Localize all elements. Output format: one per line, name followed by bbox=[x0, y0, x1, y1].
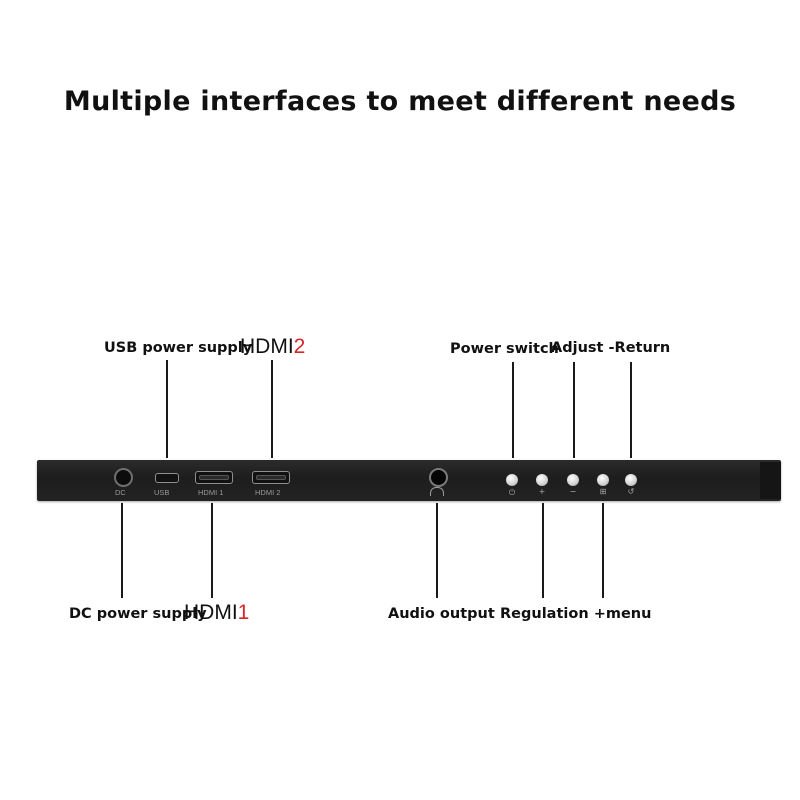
menu-callout-line bbox=[602, 503, 604, 598]
hdmi2-callout-line bbox=[271, 360, 273, 458]
power-button[interactable] bbox=[506, 474, 518, 486]
usb-power-supply-label: USB power supply bbox=[104, 340, 253, 356]
power-icon: ⏻ bbox=[508, 488, 516, 497]
hdmi2-label: HDMI2 bbox=[240, 335, 305, 359]
minus-button[interactable] bbox=[567, 474, 579, 486]
power-switch-callout-line bbox=[512, 362, 514, 458]
monitor-bar-end bbox=[760, 462, 781, 499]
hdmi1-port bbox=[195, 471, 233, 484]
dc-power-supply-label: DC power supply bbox=[69, 606, 207, 622]
page-title: Multiple interfaces to meet different ne… bbox=[63, 86, 737, 117]
menu-icon: ⊞ bbox=[599, 487, 607, 496]
dc-port-label: DC bbox=[115, 488, 126, 497]
usb-callout-line bbox=[166, 360, 168, 458]
audio-callout-line bbox=[436, 503, 438, 598]
audio-output-label: Audio output bbox=[388, 606, 495, 622]
dc-callout-line bbox=[121, 503, 123, 598]
regulation-menu-label: Regulation +menu bbox=[500, 606, 652, 622]
usb-port bbox=[155, 473, 179, 483]
dc-port bbox=[114, 468, 133, 487]
plus-button[interactable] bbox=[536, 474, 548, 486]
hdmi2-port-label: HDMI 2 bbox=[255, 488, 281, 497]
usb-port-label: USB bbox=[154, 488, 170, 497]
hdmi2-label-text: HDMI bbox=[240, 335, 294, 358]
hdmi1-label-text: HDMI bbox=[184, 601, 238, 624]
headphone-icon bbox=[430, 487, 444, 496]
hdmi2-label-number: 2 bbox=[293, 335, 306, 358]
hdmi1-port-label: HDMI 1 bbox=[198, 488, 224, 497]
adjust-return-label: Adjust -Return bbox=[551, 340, 671, 356]
return-button[interactable] bbox=[625, 474, 637, 486]
power-switch-label: Power switch bbox=[450, 341, 559, 357]
minus-icon: − bbox=[569, 487, 577, 496]
hdmi2-port bbox=[252, 471, 290, 484]
adjust-callout-line bbox=[573, 362, 575, 458]
plus-icon: + bbox=[538, 487, 546, 496]
menu-button[interactable] bbox=[597, 474, 609, 486]
hdmi1-label: HDMI1 bbox=[184, 601, 249, 625]
monitor-side-bar bbox=[37, 460, 781, 501]
hdmi1-label-number: 1 bbox=[237, 601, 250, 624]
return-icon: ↺ bbox=[627, 487, 635, 496]
regulation-callout-line bbox=[542, 503, 544, 598]
hdmi1-callout-line bbox=[211, 503, 213, 598]
return-callout-line bbox=[630, 362, 632, 458]
audio-jack bbox=[429, 468, 448, 487]
